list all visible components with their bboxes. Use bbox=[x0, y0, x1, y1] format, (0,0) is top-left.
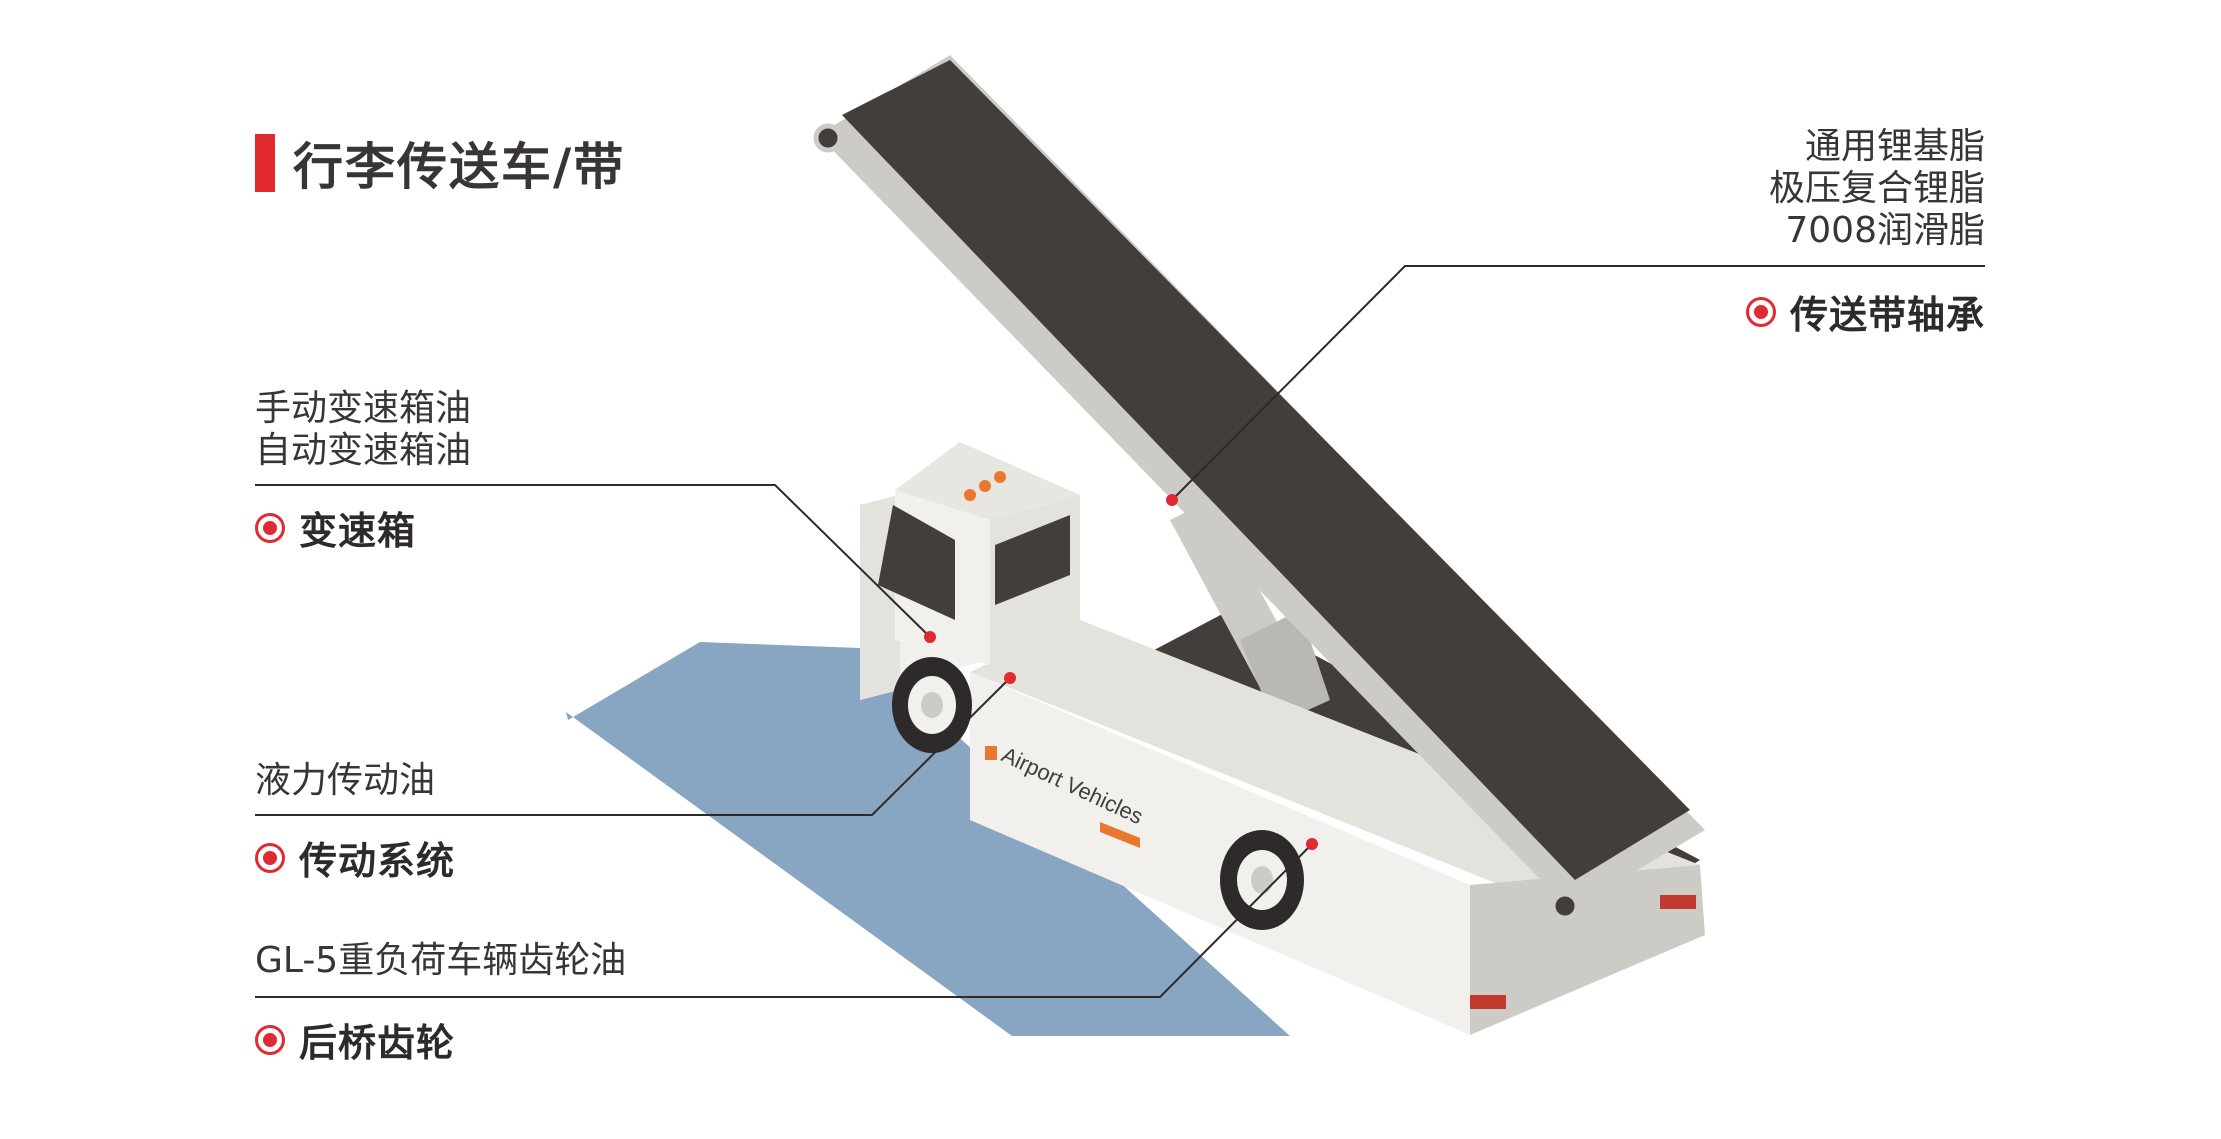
gearbox-lubricant-line-1: 手动变速箱油 bbox=[255, 388, 472, 429]
bearing-lubricant-line-1: 通用锂基脂 bbox=[1804, 126, 1985, 167]
windshield bbox=[878, 505, 955, 620]
rear-wheel bbox=[1220, 830, 1304, 930]
drivetrain-lubricant-line-1: 液力传动油 bbox=[255, 760, 436, 801]
roof-light-1 bbox=[964, 489, 976, 501]
front-wheel bbox=[892, 657, 972, 753]
anchor-dot-bearing bbox=[1166, 494, 1178, 506]
label-text: 后桥齿轮 bbox=[299, 1021, 456, 1065]
bearing-lubricant-line-2: 极压复合锂脂 bbox=[1768, 168, 1985, 209]
leader-line-gearbox bbox=[255, 484, 931, 638]
belt-roller-bottom bbox=[1550, 891, 1580, 921]
anchor-dot-drivetrain bbox=[1004, 672, 1016, 684]
bullet-icon bbox=[255, 842, 285, 873]
leader-line-rear-axle bbox=[255, 843, 1313, 998]
bullet-icon bbox=[255, 1024, 285, 1055]
rear-axle-lubricant-line-1: GL-5重负荷车辆齿轮油 bbox=[255, 940, 627, 981]
roof-light-3 bbox=[994, 471, 1006, 483]
label-text: 传送带轴承 bbox=[1789, 293, 1985, 337]
label-text: 传动系统 bbox=[299, 839, 456, 883]
bearing-lubricant-line-3: 7008润滑脂 bbox=[1785, 210, 1985, 251]
leader-line-bearing bbox=[1171, 265, 1985, 501]
anchor-dot-gearbox bbox=[924, 631, 936, 643]
callout-label-drivetrain: 传动系统 bbox=[255, 830, 455, 885]
tail-light-left bbox=[1470, 995, 1506, 1009]
ground-shadow bbox=[566, 642, 1290, 1036]
bullet-icon bbox=[255, 512, 285, 543]
label-text: 变速箱 bbox=[299, 509, 417, 553]
roof-light-2 bbox=[979, 480, 991, 492]
callout-label-bearing: 传送带轴承 bbox=[1745, 284, 1985, 339]
title-accent-bar bbox=[255, 134, 275, 192]
anchor-dot-rear-axle bbox=[1306, 838, 1318, 850]
page-title: 行李传送车/带 bbox=[293, 138, 626, 196]
side-stripe bbox=[1100, 822, 1140, 848]
truck-bed-side bbox=[970, 672, 1470, 1035]
side-window bbox=[995, 515, 1070, 605]
title-block: 行李传送车/带 bbox=[255, 134, 625, 196]
tail-light-right bbox=[1660, 895, 1696, 909]
gearbox-lubricant-line-2: 自动变速箱油 bbox=[255, 430, 472, 471]
belt-roller-top bbox=[813, 123, 843, 153]
callout-label-rear-axle: 后桥齿轮 bbox=[255, 1012, 455, 1067]
callout-label-gearbox: 变速箱 bbox=[255, 500, 416, 555]
bullet-icon bbox=[1745, 296, 1776, 327]
truck-bed-rear bbox=[1470, 865, 1705, 1035]
conveyor-belt bbox=[842, 60, 1690, 880]
leader-line-drivetrain bbox=[255, 677, 1011, 816]
side-marker-left bbox=[985, 746, 997, 760]
